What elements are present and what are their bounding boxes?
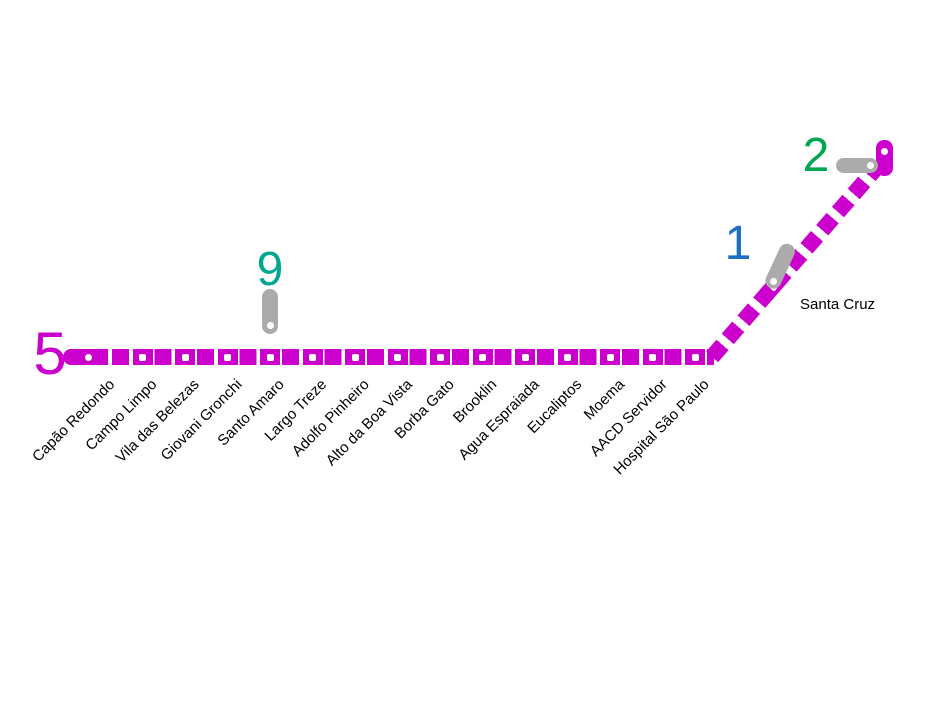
station-hole <box>224 353 231 361</box>
line-2-interchange-marker <box>836 158 878 173</box>
station-hole <box>394 353 401 361</box>
station-hole <box>436 353 444 361</box>
station-hole <box>649 353 656 361</box>
station-hole <box>564 353 571 361</box>
station-marker <box>685 349 705 365</box>
station-hole <box>309 353 316 361</box>
station-marker <box>132 349 153 365</box>
line-1-badge: 1 <box>724 217 752 270</box>
station-hole <box>606 353 614 361</box>
station-marker <box>217 349 238 365</box>
terminus-capao-redondo <box>63 349 108 365</box>
station-hole <box>85 353 92 361</box>
line-9-interchange-marker <box>262 289 278 334</box>
interchange-hole <box>768 276 778 286</box>
station-hole <box>139 353 146 361</box>
interchange-hole <box>266 322 274 329</box>
station-hole <box>691 353 699 361</box>
station-marker <box>387 349 408 365</box>
station-hole <box>181 353 189 361</box>
station-marker <box>345 349 365 365</box>
station-label-santa-cruz: Santa Cruz <box>800 296 876 313</box>
station-hole <box>881 148 888 155</box>
station-marker <box>515 349 535 365</box>
station-marker <box>600 349 620 365</box>
interchange-hole <box>867 162 874 169</box>
line-2-badge: 2 <box>802 129 830 182</box>
station-marker <box>302 349 323 365</box>
station-marker <box>260 349 280 365</box>
station-hole <box>351 353 359 361</box>
line-5-badge: 5 <box>33 320 67 387</box>
station-hole <box>479 353 486 361</box>
station-marker <box>430 349 450 365</box>
line-9-badge: 9 <box>256 243 284 296</box>
station-marker <box>472 349 493 365</box>
station-hole <box>266 353 274 361</box>
station-marker <box>557 349 578 365</box>
station-marker <box>175 349 195 365</box>
station-hole <box>521 353 529 361</box>
terminus-top <box>876 140 893 176</box>
station-marker <box>642 349 663 365</box>
line-5-track-horizontal <box>112 349 714 365</box>
